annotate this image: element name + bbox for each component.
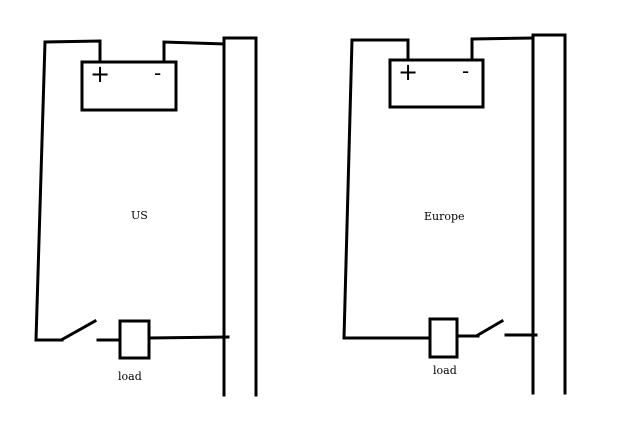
wire-negative bbox=[162, 40, 226, 64]
wire-negative bbox=[470, 36, 535, 62]
circuit-title: Europe bbox=[424, 210, 465, 223]
battery bbox=[388, 58, 485, 109]
chassis bbox=[222, 36, 258, 397]
wire-positive bbox=[34, 39, 102, 342]
circuit-title: US bbox=[131, 209, 148, 222]
battery-plus-terminal: + bbox=[90, 60, 110, 88]
battery-plus-terminal: + bbox=[398, 58, 418, 86]
switch bbox=[475, 318, 505, 338]
battery bbox=[80, 60, 178, 112]
battery-minus-terminal: - bbox=[154, 61, 161, 85]
us-circuit: + - US load bbox=[34, 36, 258, 397]
load-label: load bbox=[433, 364, 457, 377]
load-box bbox=[428, 317, 459, 359]
switch bbox=[60, 318, 98, 342]
load-box bbox=[118, 319, 151, 360]
chassis bbox=[531, 33, 567, 395]
wire-load-chassis bbox=[147, 335, 230, 340]
europe-circuit: + - Europe load bbox=[342, 33, 567, 395]
wire-positive bbox=[342, 38, 432, 340]
load-label: load bbox=[118, 370, 142, 383]
battery-minus-terminal: - bbox=[462, 59, 469, 83]
